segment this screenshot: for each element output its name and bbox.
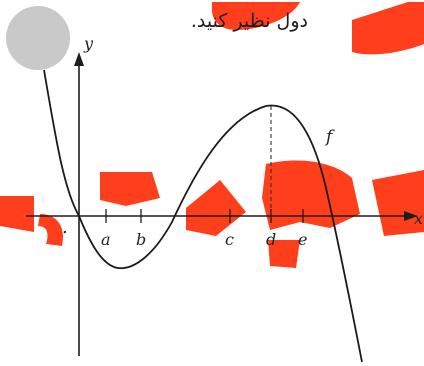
y-axis-arrow-icon (74, 52, 84, 66)
watermark (0, 2, 424, 268)
x-axis-arrow-icon (404, 211, 418, 221)
x-axis-label: x (414, 209, 423, 228)
watermark-center-shape (186, 180, 246, 236)
watermark-left-hook (38, 214, 64, 246)
point-label-c: c (225, 230, 234, 249)
watermark-top-right-shape (352, 2, 424, 55)
header-text: دول نظیر کنید. (190, 10, 308, 32)
watermark-bottom-shape (268, 240, 300, 268)
watermark-right-shape (262, 160, 360, 230)
point-label-b: b (136, 230, 146, 249)
y-axis-label: y (83, 34, 94, 53)
watermark-top-shape (212, 2, 300, 30)
point-label-a: a (101, 230, 111, 249)
point-label-e: e (298, 230, 307, 249)
watermark-far-right-shape (372, 170, 424, 236)
function-label: f (324, 127, 335, 147)
point-label-d: d (266, 230, 276, 249)
function-curve (43, 69, 363, 363)
watermark-left-mid-shape (100, 172, 160, 206)
grey-circle (6, 6, 70, 70)
watermark-left-bar (0, 196, 34, 232)
origin-label: . (62, 217, 68, 238)
